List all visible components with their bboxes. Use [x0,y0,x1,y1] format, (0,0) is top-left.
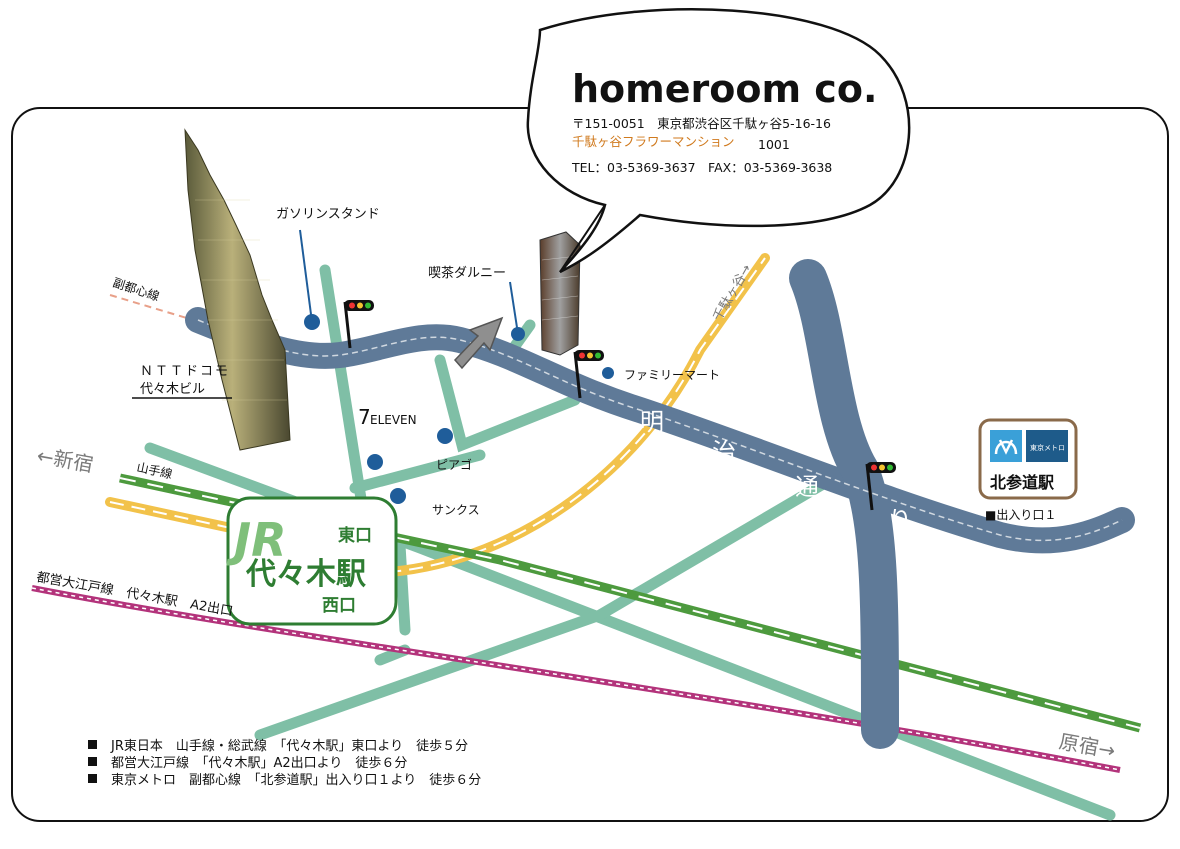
traffic-light-icon [343,300,374,349]
piago-marker [437,428,453,444]
jr-station-name: 代々木駅 [245,557,366,592]
access-item: 東京メトロ 副都心線 「北参道駅」出入り口１より 徒歩６分 [88,772,481,789]
kitasando-exit-label: ■出入り口１ [985,508,1056,522]
traffic-light-icon [865,462,896,511]
sunkus-label: サンクス [432,503,480,517]
yamanote-label: 山手線 [135,459,173,481]
family-mart-marker [602,367,614,379]
metro-logo-text: 東京メトロ [1030,443,1065,452]
access-item-text: 東京メトロ 副都心線 「北参道駅」出入り口１より 徒歩６分 [111,773,482,788]
metro-station-badge [978,418,1078,500]
company-contact: TEL：03-5369-3637 FAX：03-5369-3638 [571,160,832,175]
company-address-line1: 〒151-0051 東京都渋谷区千駄ヶ谷5-16-16 [572,116,831,131]
access-item-text: 都営大江戸線 「代々木駅」A2出口より 徒歩６分 [111,756,408,771]
access-item: 都営大江戸線 「代々木駅」A2出口より 徒歩６分 [88,755,481,772]
jr-station-badge [226,496,398,626]
access-item: JR東日本 山手線・総武線 「代々木駅」東口より 徒歩５分 [88,738,481,755]
company-building-name: 千駄ヶ谷フラワーマンション [572,134,735,149]
ntt-label-line2: 代々木ビル [140,382,205,397]
piago-label: ピアゴ [436,457,472,472]
meiji-dori-char: り [888,506,912,534]
meiji-dori-char: 明 [640,408,664,436]
family-mart-label: ファミリーマート [624,368,720,382]
seven-eleven-marker [367,454,383,470]
gas-station-label: ガソリンスタンド [276,207,380,222]
jr-west-exit: 西口 [322,596,356,616]
ntt-label-line1: ＮＴＴドコモ [140,364,230,379]
meiji-dori-char: 治 [712,438,736,466]
metro-logo-icon [994,439,1018,455]
traffic-light-icon [573,350,604,399]
jr-east-exit: 東口 [338,525,372,546]
ntt-docomo-building [184,128,291,451]
metro-station-name: 北参道駅 [990,473,1055,492]
meiji-dori-char: 通 [795,473,819,501]
cafe-label: 喫茶ダルニー [428,265,506,281]
company-speech-bubble [526,8,911,274]
jr-logo: JR [226,513,287,567]
access-directions: JR東日本 山手線・総武線 「代々木駅」東口より 徒歩５分 都営大江戸線 「代々… [88,738,481,789]
direction-arrow [453,316,504,370]
company-room-number: 1001 [758,137,790,152]
seven-eleven-number: 7 [358,405,371,429]
access-item-text: JR東日本 山手線・総武線 「代々木駅」東口より 徒歩５分 [111,739,469,754]
poi-markers [299,229,614,504]
sunkus-marker [390,488,406,504]
fukutoshin-line [109,294,201,323]
seven-eleven-label: ELEVEN [370,413,417,427]
company-name: homeroom co. [572,67,877,111]
